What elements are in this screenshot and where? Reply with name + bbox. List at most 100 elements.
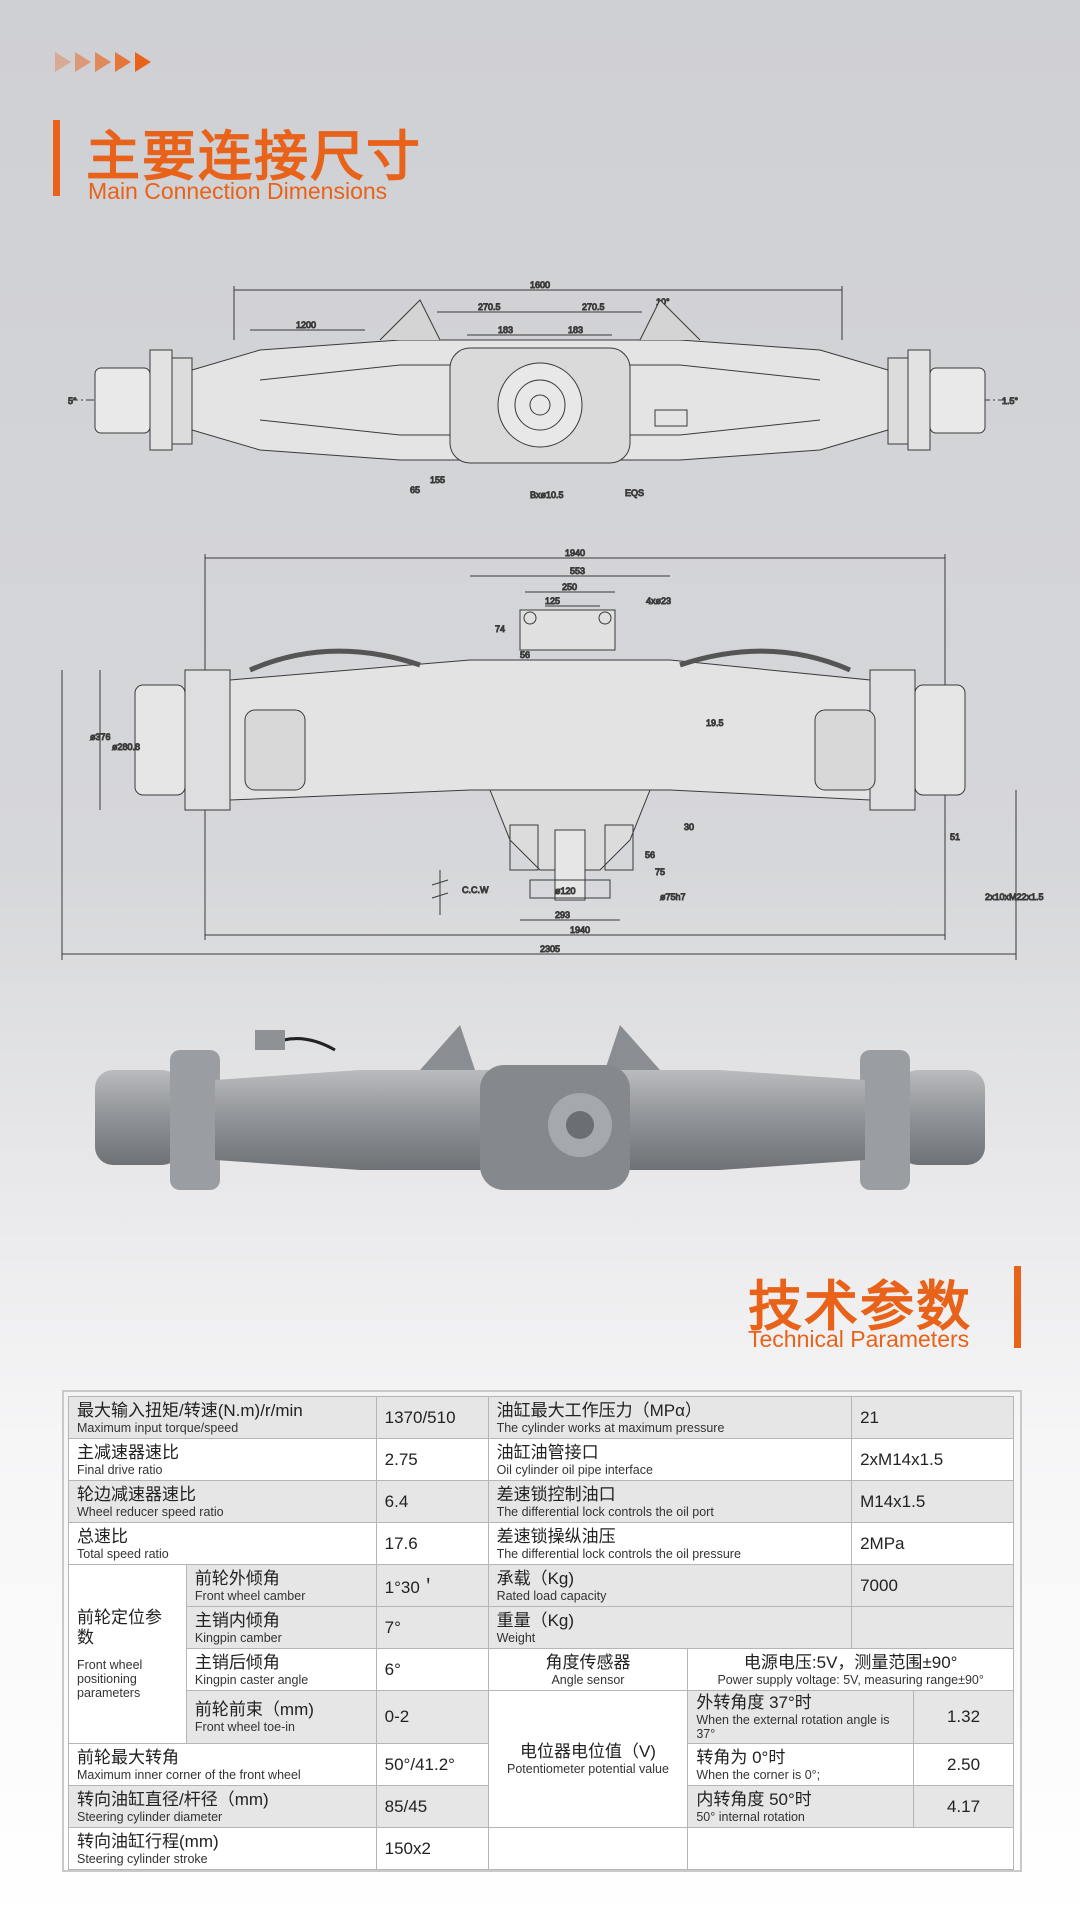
param-name-en: Kingpin caster angle [194,1672,309,1687]
arrow-icon [95,52,111,72]
dim-label: 155 [430,475,445,485]
dim-label: C.C.W [462,885,489,895]
param-name-en: The cylinder works at maximum pressure [496,1420,725,1435]
param-name: 转向油缸直径/杆径（mm) [77,1789,269,1809]
param-value: 1370/510 [375,1396,489,1439]
dim-label: 183 [498,325,513,335]
param-name: 差速锁控制油口 [496,1484,616,1504]
arrow-icon [115,52,131,72]
param-name: 前轮前束（mm) [194,1700,314,1719]
param-name-en: Oil cylinder oil pipe interface [496,1462,653,1477]
dim-label: 1940 [565,548,585,558]
param-value: 150x2 [375,1827,489,1870]
table-row: 转向油缸行程(mm)Steering cylinder stroke 150x2 [68,1827,1014,1870]
param-name-en: Weight [496,1630,536,1645]
dim-label: 270.5 [478,302,501,312]
decorative-arrows [55,52,151,72]
param-name: 转角为 0°时 [696,1747,786,1767]
param-name: 油缸油管接口 [496,1442,599,1462]
param-value: M14x1.5 [851,1480,1014,1523]
param-value: 1.32 [913,1690,1014,1744]
param-name-en: Front wheel camber [194,1588,306,1603]
param-value: 电源电压:5V，测量范围±90° [743,1652,958,1672]
dim-label: 51 [950,832,960,842]
dim-label: 74 [495,624,505,634]
dim-label: 553 [570,566,585,576]
param-name: 重量（Kg) [496,1610,575,1630]
dim-label: 75 [655,867,665,877]
param-name-en: Potentiometer potential value [507,1762,669,1776]
dim-label: 19.5 [706,718,724,728]
param-name-en: Front wheel toe-in [194,1720,295,1734]
axle-front-view-drawing: 1940 553 250 125 4xø23 74 56 ø376 ø280.8… [0,540,1080,980]
dim-label: 1200 [296,320,316,330]
dim-label: Bxø10.5 [530,490,564,500]
param-value: 85/45 [375,1785,489,1828]
param-name-en: When the corner is 0°; [696,1767,821,1782]
dim-label: ø280.8 [112,742,140,752]
dim-label: ø75h7 [660,892,686,902]
dim-label: 10° [656,297,670,307]
arrow-icon [75,52,91,72]
param-value: 2MPa [851,1522,1014,1565]
param-name-en: Wheel reducer speed ratio [77,1504,224,1519]
param-name: 主销后倾角 [194,1652,280,1672]
group-name: 前轮定位参数 [77,1608,162,1647]
param-name: 主销内倾角 [194,1610,280,1630]
param-name: 总速比 [77,1526,128,1546]
param-name: 承载（Kg) [496,1568,575,1588]
param-name: 前轮外倾角 [194,1568,280,1588]
param-name: 差速锁操纵油压 [496,1526,616,1546]
dim-label: ø376 [90,732,111,742]
table-row: 转向油缸直径/杆径（mm)Steering cylinder diameter … [68,1785,1014,1828]
arrow-icon [135,52,151,72]
param-name-en: When the external rotation angle is 37° [696,1713,890,1741]
param-name-en: 50° internal rotation [696,1809,805,1824]
param-name-en: Final drive ratio [77,1462,163,1477]
param-value: 2xM14x1.5 [851,1438,1014,1481]
page-title: 主要连接尺寸 [86,125,422,188]
dim-label: 250 [562,582,577,592]
dim-label: 1940 [570,925,590,935]
dim-label: 2x10xM22x1.5 [985,892,1044,902]
param-value: 1°30＇ [375,1564,489,1607]
param-name: 外转角度 37°时 [696,1693,812,1712]
param-value: 50°/41.2° [375,1743,489,1786]
dim-label: 65 [410,485,420,495]
param-value: 2.75 [375,1438,489,1481]
section-title: 技术参数 [748,1275,972,1338]
param-value: 6.4 [375,1480,489,1523]
table-row: 前轮前束（mm)Front wheel toe-in 0-2 电位器电位值（V)… [69,1690,1014,1828]
section-accent-bar [1014,1266,1021,1348]
dim-label: 183 [568,325,583,335]
param-name: 内转角度 50°时 [696,1789,812,1809]
param-name: 电位器电位值（V) [519,1742,656,1761]
param-value: 0-2 [375,1690,489,1744]
param-name: 轮边减速器速比 [77,1484,196,1504]
dim-label: 2305 [540,944,560,954]
page-subtitle: Main Connection Dimensions [88,178,388,204]
param-name-en: Rated load capacity [496,1588,607,1603]
param-value-en: Power supply voltage: 5V, measuring rang… [717,1672,984,1687]
param-value: 2.50 [913,1743,1014,1786]
title-accent-bar [53,120,60,196]
param-name-en: Kingpin camber [194,1630,282,1645]
axle-top-view-drawing: 1600 270.5 270.5 10° 1200 183 183 145 14… [0,280,1080,520]
dim-label: 5° [68,396,77,406]
param-value: 6° [375,1648,489,1691]
param-name: 转向油缸行程(mm) [77,1831,219,1851]
param-value: 17.6 [375,1522,489,1565]
param-value: 7000 [851,1564,1014,1607]
param-name-en: The differential lock controls the oil p… [496,1504,714,1519]
param-name: 前轮最大转角 [77,1747,179,1767]
dim-label: 293 [555,910,570,920]
param-name: 油缸最大工作压力（MPα） [496,1400,702,1420]
